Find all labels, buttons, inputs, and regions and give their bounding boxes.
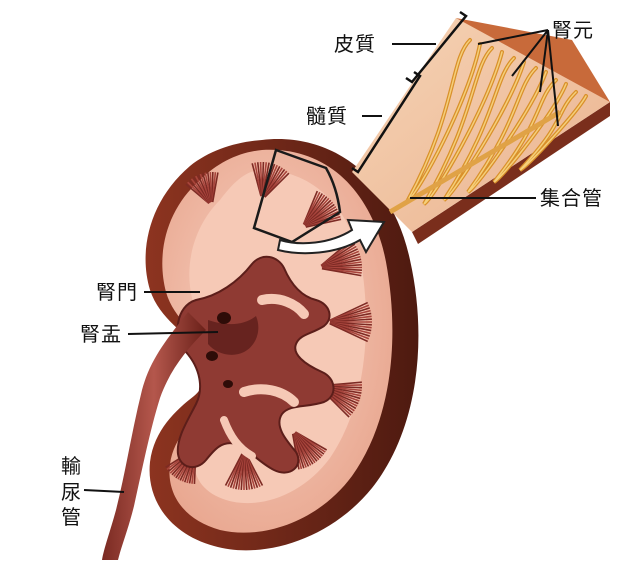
label-ureter-char-1: 輸 — [60, 454, 82, 480]
label-ureter-char-3: 管 — [60, 505, 82, 531]
calyx-opening-middle — [206, 351, 218, 361]
label-hilum: 腎門 — [96, 282, 138, 302]
label-renal-pelvis: 腎盂 — [80, 324, 122, 344]
label-medulla: 髓質 — [306, 106, 348, 126]
label-ureter-char-2: 尿 — [60, 480, 82, 506]
calyx-opening-upper — [217, 312, 231, 324]
calyx-opening-lower — [223, 380, 233, 388]
leader-ureter — [84, 490, 124, 492]
label-cortex: 皮質 — [334, 34, 376, 54]
label-collecting-duct: 集合管 — [540, 188, 603, 208]
label-nephron: 腎元 — [552, 20, 594, 40]
magnified-tissue-block — [352, 18, 610, 244]
label-ureter: 輸 尿 管 — [60, 454, 82, 531]
